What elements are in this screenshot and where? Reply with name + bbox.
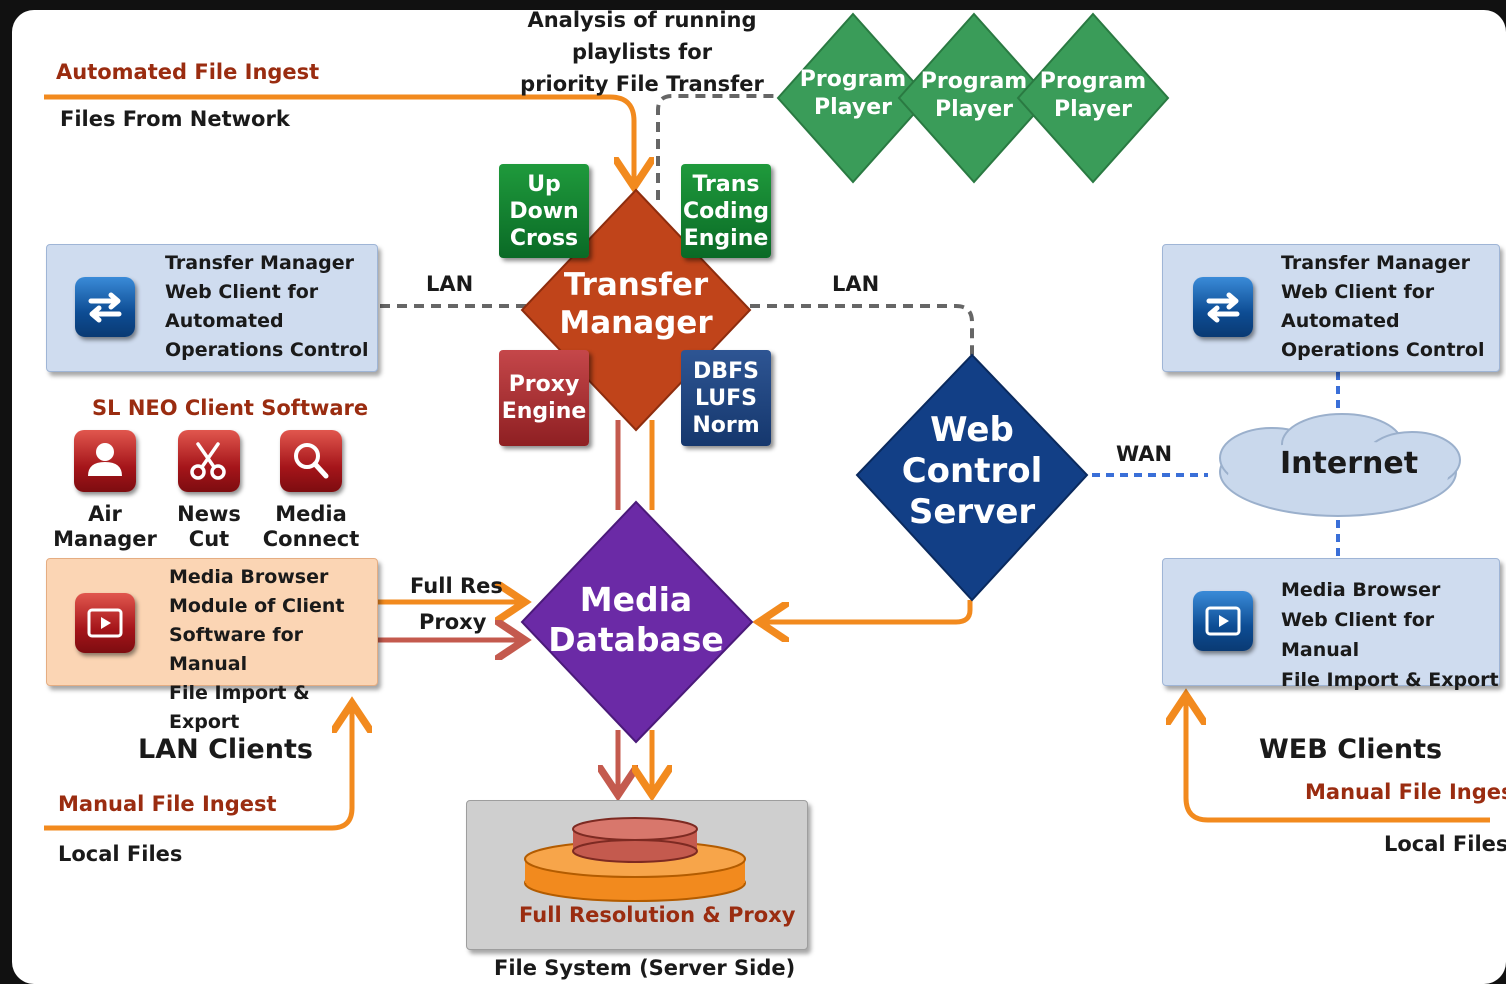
internet-cloud <box>1219 413 1461 517</box>
app-label-air-manager: Air Manager <box>53 502 157 551</box>
automated-ingest-label: Automated File Ingest <box>56 60 320 84</box>
media-browser-web-client-text: Media Browser Web Client for Manual File… <box>1281 579 1499 691</box>
play-icon <box>75 593 135 653</box>
media-browser-web-client-box[interactable]: Media Browser Web Client for Manual File… <box>1162 558 1500 691</box>
wan-label: WAN <box>1116 442 1173 466</box>
program-player-diamond <box>897 12 1051 184</box>
automated-ingest-line <box>44 94 634 182</box>
dbfs-lufs-norm-engine[interactable]: DBFS LUFS Norm <box>681 350 771 446</box>
file-system-label: File System (Server Side) <box>494 956 796 980</box>
user-icon[interactable] <box>74 430 136 492</box>
manual-ingest-right-line <box>1186 700 1490 823</box>
app-label-news-cut: News Cut <box>177 502 241 551</box>
tm-web-client-box-right[interactable]: Transfer Manager Web Client for Automate… <box>1162 244 1500 372</box>
top-note: Analysis of running playlists for priori… <box>520 10 764 96</box>
tm-web-client-right-text: Transfer Manager Web Client for Automate… <box>1281 252 1485 361</box>
player-label: Program Player <box>920 69 1028 122</box>
magnifier-icon[interactable] <box>280 430 342 492</box>
scissors-icon[interactable] <box>178 430 240 492</box>
full-res-proxy-label: Full Resolution & Proxy <box>519 903 796 927</box>
proxy-label: Proxy <box>419 610 487 634</box>
local-files-left-label: Local Files <box>58 842 183 866</box>
web-control-server-label: Web Control Server <box>901 410 1043 532</box>
transfer-arrows-icon <box>1193 277 1253 337</box>
internet-label: Internet <box>1280 446 1419 481</box>
transfer-manager-label: Transfer Manager <box>559 267 713 341</box>
web-clients-label: WEB Clients <box>1259 734 1443 765</box>
lan-right-line <box>750 304 974 355</box>
media-database-label: Media Database <box>548 580 724 659</box>
player-link-line <box>656 94 792 200</box>
program-player-diamond <box>776 12 930 184</box>
full-res-label: Full Res <box>410 574 503 598</box>
player-label: Program Player <box>799 67 907 120</box>
media-browser-client-text: Media Browser Module of Client Software … <box>169 566 345 733</box>
media-database-diamond <box>520 500 754 744</box>
neo-title: SL NEO Client Software <box>92 396 369 420</box>
diagram-canvas: Analysis of running playlists for priori… <box>12 10 1506 984</box>
wcs-db-arrow <box>764 600 973 622</box>
app-label-media-connect: Media Connect <box>262 502 360 551</box>
lan-right-label: LAN <box>832 272 880 296</box>
program-player-diamond <box>1016 12 1170 184</box>
manual-ingest-right-label: Manual File Ingest <box>1305 780 1506 804</box>
play-icon <box>1193 591 1253 651</box>
manual-ingest-left-line <box>44 708 352 831</box>
player-label: Program Player <box>1039 69 1147 122</box>
storage-disk-icon <box>524 817 746 902</box>
lan-clients-label: LAN Clients <box>138 734 313 765</box>
lan-left-label: LAN <box>426 272 474 296</box>
up-down-cross-engine[interactable]: Up Down Cross <box>499 164 589 258</box>
tm-web-client-text: Transfer Manager Web Client for Automate… <box>165 252 369 361</box>
transcoding-engine[interactable]: Trans Coding Engine <box>681 164 771 258</box>
tm-web-client-box-left[interactable]: Transfer Manager Web Client for Automate… <box>46 244 378 372</box>
local-files-right-label: Local Files <box>1384 832 1506 856</box>
media-browser-client-box[interactable]: Media Browser Module of Client Software … <box>46 558 378 733</box>
files-from-network-label: Files From Network <box>60 107 290 131</box>
file-system-box: Full Resolution & Proxy <box>466 800 808 950</box>
manual-ingest-left-label: Manual File Ingest <box>58 792 277 816</box>
web-control-diamond <box>855 353 1089 602</box>
transfer-arrows-icon <box>75 277 135 337</box>
proxy-engine[interactable]: Proxy Engine <box>499 350 589 446</box>
